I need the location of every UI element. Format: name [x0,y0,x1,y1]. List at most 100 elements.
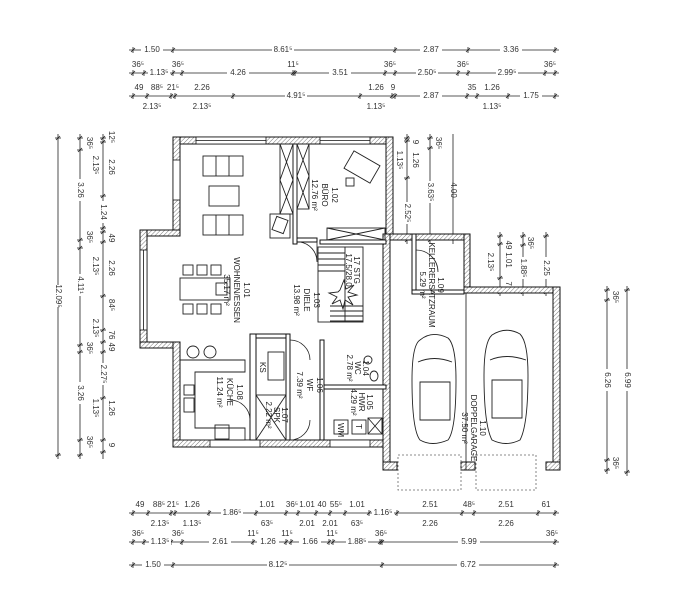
dimension-tick [624,469,630,475]
dimension-tick [464,93,470,99]
dimension-tick [141,539,147,545]
dimension-label: 49 [504,241,513,250]
stairs [317,246,364,323]
dimension-tick [100,449,106,455]
dimension-tick [497,233,503,239]
dryer-label: T [354,424,363,429]
dimension-tick [77,437,83,443]
dimension-label: 1.88⁵ [348,537,367,546]
dimension-tick [130,562,136,568]
room-wf: 1.06WF7.39 m² [295,371,324,398]
dimension-label: 2.52⁵ [403,204,412,223]
dimension-label: 2.99⁵ [498,68,517,77]
garage-doors [397,454,537,491]
dimension-tick [230,93,236,99]
dimension-tick [172,510,178,516]
dimension-label: 2.13⁵ [91,156,100,175]
dimension-tick [250,539,256,545]
dimension-label: 3.51 [332,68,348,77]
dimension-tick [100,293,106,299]
dimension-tick [543,233,549,239]
dimension-tick [206,510,212,516]
dimension-tick [377,539,383,545]
dimension-tick [330,539,336,545]
dimension-tick [55,135,61,141]
dimension-label: 1.26 [107,400,116,416]
dimension-tick [179,539,185,545]
dimension-label: 1.26 [368,83,384,92]
dimension-label: 49 [135,83,144,92]
dimension-tick [552,70,558,76]
dimension-label: 35 [468,83,477,92]
dimension-tick [392,93,398,99]
dimension-label: 5.99 [461,537,477,546]
dimension-tick [497,275,503,281]
dimension-label: 2.26 [107,159,116,175]
dimension-tick [382,70,388,76]
dimension-label: 2.13⁵ [486,253,495,272]
dimension-label: 1.86⁵ [223,508,242,517]
dimension-tick [172,93,178,99]
dimension-tick [170,70,176,76]
dimension-label: 1.13⁵ [91,399,100,418]
fridge-label: KS [258,362,267,373]
dimension-tick [77,147,83,153]
dimension-tick [379,562,385,568]
dimension-label: 36⁵ [85,137,94,149]
dimension-tick [427,135,433,141]
dimension-label: 75 [504,282,513,291]
dimension-label: 1.16⁵ [374,508,393,517]
dimension-label: 1.13⁵ [483,102,502,111]
dimension-label: 1.26 [411,152,420,168]
dimension-tick [288,539,294,545]
dimension-label: 48⁵ [463,500,475,509]
dimension-label: 2.13⁵ [193,102,212,111]
dimension-tick [465,47,471,53]
dimension-label: 2.13⁵ [143,102,162,111]
dimension-label: 9 [411,140,420,145]
dimension-tick [100,229,106,235]
dimension-tick [342,510,348,516]
dimension-label: 49 [136,500,145,509]
dimension-label: 1.01 [504,252,513,268]
dimension-tick [130,47,136,53]
dimension-tick [394,510,400,516]
dimension-tick [77,342,83,348]
dimension-label: 36⁵ [546,529,558,538]
plant [327,278,359,311]
dimension-tick [471,510,477,516]
dimension-label: 36⁵ [172,529,184,538]
room-labels: 1.01WOHNEN/ESSEN35.17 m² 1.02BÜRO12.76 m… [215,179,487,461]
dimension-tick [389,93,395,99]
dimension-label: 1.13⁵ [367,102,386,111]
dimension-tick [130,510,136,516]
dimension-label: 1.01 [349,500,365,509]
dimension-tick [100,135,106,141]
dimension-tick [497,241,503,247]
dimension-tick [455,70,461,76]
room-kellerersatzraum: 1.09KELLERERSATZRAUM5.29 m² [418,242,445,328]
dimension-tick [404,135,410,141]
dimension-label: 88⁵ [153,500,165,509]
dimension-label: 9 [107,443,116,448]
dimension-tick [520,242,526,248]
dimension-label: 11⁵ [281,529,293,538]
dimension-label: 49 [107,343,116,352]
dimension-label: 2.26 [422,519,438,528]
doors [229,241,439,441]
dimension-label: 1.66 [302,537,318,546]
dimension-tick [144,93,150,99]
dimension-tick [170,47,176,53]
dimension-tick [552,510,558,516]
dimension-tick [141,70,147,76]
dimension-label: 1.13⁵ [150,68,169,77]
dimension-tick [100,193,106,199]
dimension-label: 63⁵ [261,519,273,528]
dimension-label: 1.88⁵ [519,259,528,278]
dimension-tick [313,510,319,516]
dimension-label: 36⁵ [384,60,396,69]
stair-label: 17 STG17.5/28.0 [344,253,361,287]
dimension-label: 1.01 [299,500,315,509]
dimension-label: 11⁵ [287,60,299,69]
dimension-label: 1.13⁵ [183,519,202,528]
